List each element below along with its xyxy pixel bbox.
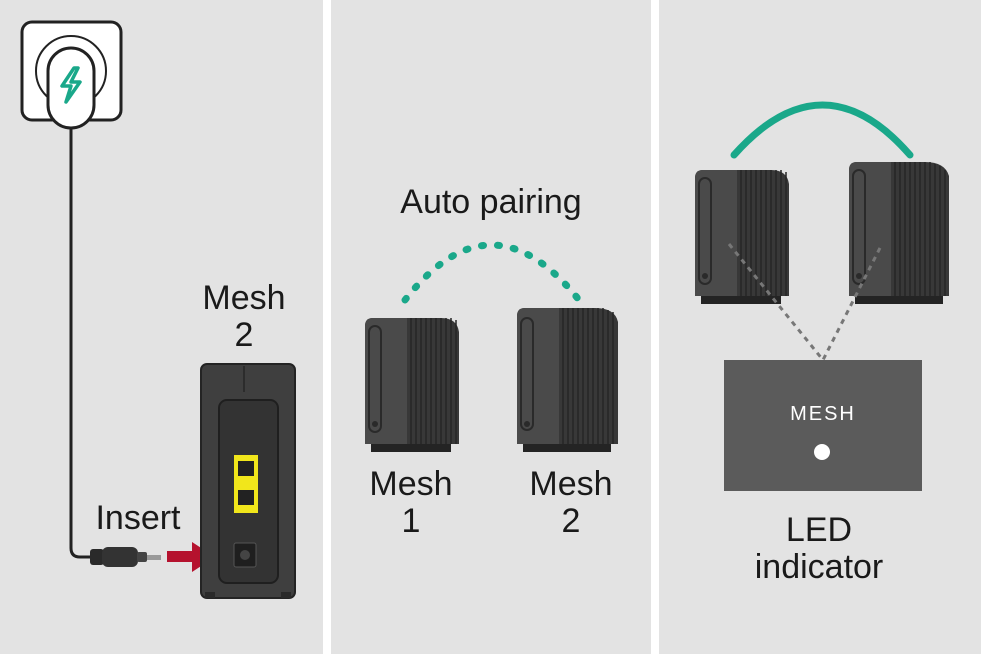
led-indicator-label: LED indicator	[754, 511, 884, 586]
panel2-illustration	[365, 241, 618, 452]
power-plug	[90, 547, 161, 567]
led-dot-icon	[814, 444, 830, 460]
device-label-mesh2: Mesh 2	[202, 279, 286, 354]
insert-label: Insert	[95, 499, 181, 537]
led-panel	[724, 360, 922, 491]
lightning-icon	[60, 66, 82, 104]
router-device-icon	[365, 318, 459, 452]
panel-led-indicator: MESH LED indicator	[659, 0, 981, 654]
panel1-illustration	[20, 20, 296, 599]
paired-arc	[730, 101, 914, 159]
panel-insert-power: Mesh 2 Insert	[0, 0, 323, 654]
pairing-arc-dotted	[401, 241, 583, 304]
router-device-icon	[849, 162, 949, 304]
power-cable	[69, 128, 92, 559]
led-panel-text: MESH	[790, 403, 856, 425]
router-device-icon	[517, 308, 618, 452]
device-label-mesh1: Mesh 1	[369, 465, 453, 540]
device-label-mesh2: Mesh 2	[529, 465, 613, 540]
panel3-illustration	[695, 101, 949, 491]
router-device-icon	[695, 170, 789, 304]
panel-auto-pairing: Auto pairing Mesh 1 Mesh 2	[331, 0, 651, 654]
auto-pairing-title: Auto pairing	[400, 183, 582, 221]
wall-outlet-icon	[20, 20, 123, 130]
router-device-icon	[200, 363, 296, 599]
